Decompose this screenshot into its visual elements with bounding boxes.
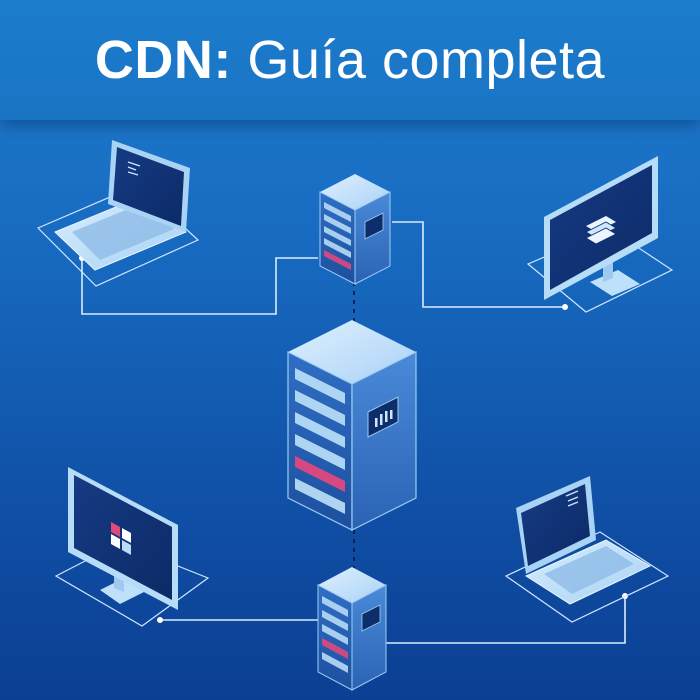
terminal-lines-icon: [565, 490, 579, 507]
monitor-top-right: [526, 156, 674, 313]
terminal-lines-icon: [127, 161, 141, 176]
server-status-panel: [364, 212, 384, 240]
dot: [562, 304, 568, 310]
server-side-face: [351, 584, 387, 691]
server-drive-bays: [324, 202, 351, 270]
monitor-base: [100, 579, 144, 604]
laptop-keys: [544, 546, 634, 594]
stacked-layers-icon: [585, 216, 617, 245]
server-drive-bays: [295, 368, 345, 514]
floor-outline: [36, 184, 200, 287]
server-drive-bays: [322, 596, 348, 673]
server-bottom: [317, 567, 387, 691]
pink-tiles-icon: [111, 522, 131, 555]
connection-lines: [81, 221, 626, 644]
server-activity-bars: [375, 410, 393, 427]
laptop-screen: [113, 147, 184, 226]
laptop-bottom-right: [504, 476, 670, 623]
title-banner: CDN: Guía completa: [0, 0, 700, 120]
server-status-panel: [361, 604, 381, 632]
monitor-base: [590, 270, 640, 296]
link-laptop-top-to-server-top: [81, 257, 318, 315]
link-server-bottom-to-laptop-bottom: [386, 596, 626, 644]
title-bold: CDN:: [94, 30, 232, 90]
page-title: CDN: Guía completa: [95, 29, 605, 91]
origin-server: [287, 320, 417, 531]
server-top: [319, 174, 391, 285]
monitor-bottom-left: [54, 467, 210, 627]
link-server-top-to-monitor-top: [392, 221, 565, 308]
server-side-face: [351, 351, 417, 531]
dot: [157, 617, 163, 623]
title-light: Guía completa: [231, 30, 606, 90]
laptop-top-left: [36, 140, 200, 287]
